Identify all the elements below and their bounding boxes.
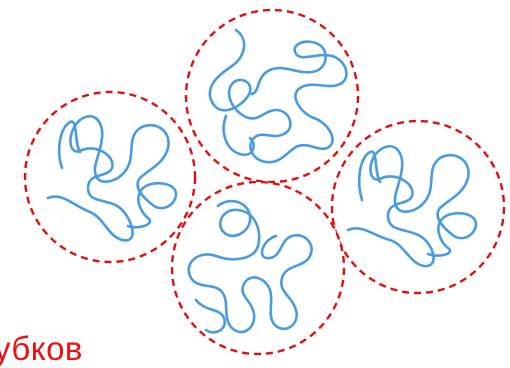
caption-text: убков (0, 332, 83, 365)
dashed-boundary-circle (172, 182, 344, 354)
polymer-chain (348, 146, 476, 266)
coil-cluster-right (332, 121, 504, 293)
coil-cluster-top (186, 10, 358, 182)
polymer-chain (224, 116, 254, 155)
dashed-boundary-circle (186, 10, 358, 182)
coil-cluster-bottom (172, 182, 344, 354)
polymer-chain (48, 116, 176, 240)
dashed-boundary-circle (25, 92, 195, 262)
polymer-chain (359, 152, 380, 200)
polymer-chain (210, 30, 347, 162)
coil-cluster-left (25, 92, 195, 262)
